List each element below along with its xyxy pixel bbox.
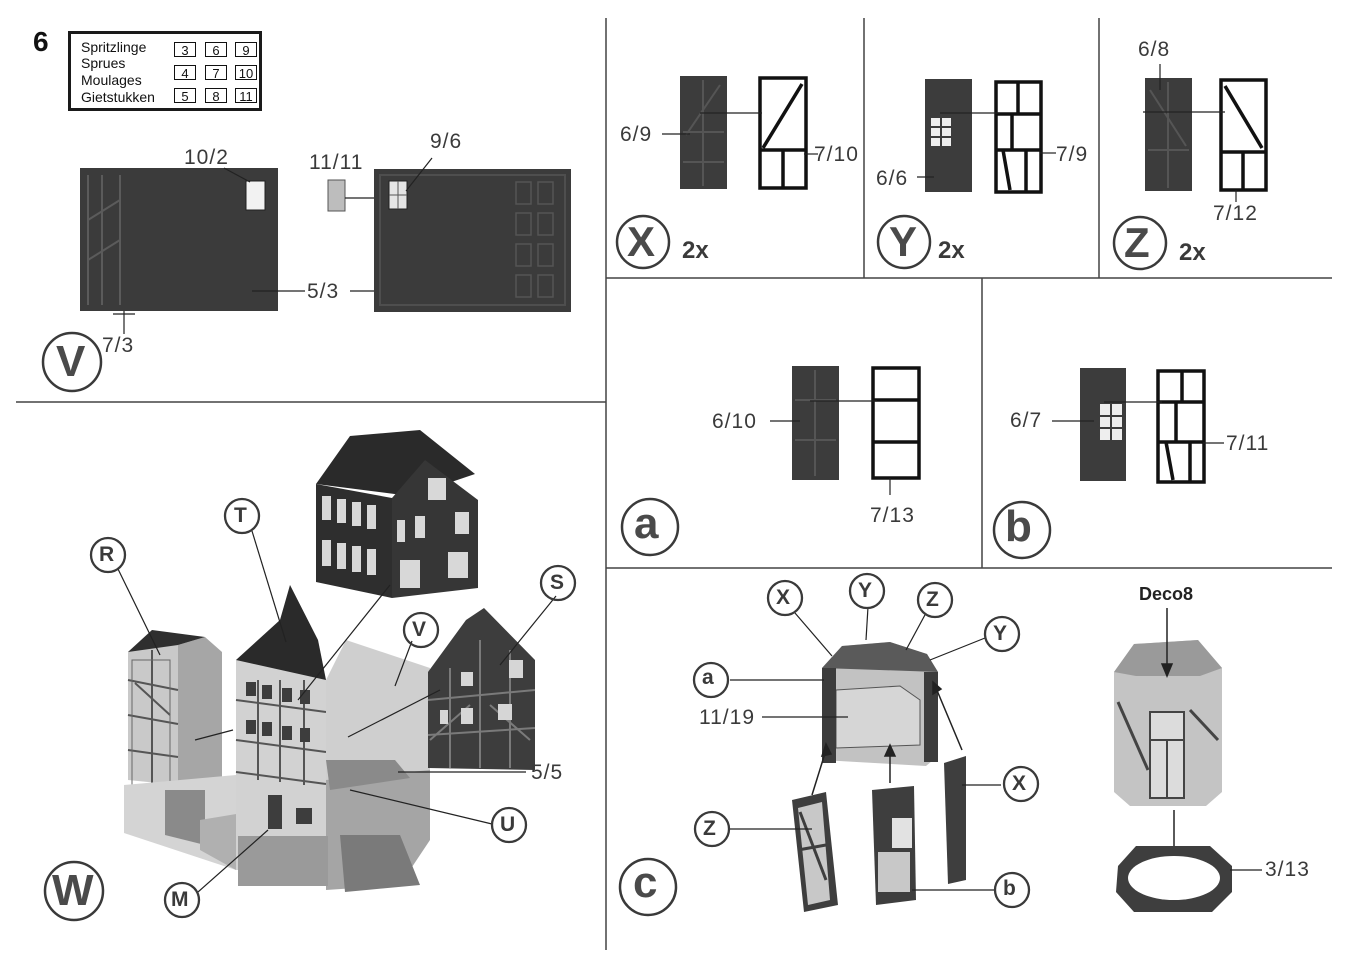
legend-name-de: Spritzlinge xyxy=(81,39,146,55)
label-5-5: 5/5 xyxy=(531,761,563,785)
label-7-9: 7/9 xyxy=(1056,143,1088,167)
panel-letter-b: b xyxy=(1005,502,1032,552)
sprue-legend: Spritzlinge Sprues Moulages Gietstukken … xyxy=(68,31,262,111)
callout-t: T xyxy=(234,504,247,528)
callout-c-a: a xyxy=(702,666,714,690)
count-z: 2x xyxy=(1179,239,1206,267)
label-11-19: 11/19 xyxy=(699,706,755,730)
legend-name-nl: Gietstukken xyxy=(81,89,155,105)
panel-letter-c: c xyxy=(633,858,657,908)
legend-name-en: Sprues xyxy=(81,55,125,71)
label-10-2: 10/2 xyxy=(184,146,229,170)
count-y: 2x xyxy=(938,237,965,265)
panel-letter-w: W xyxy=(52,866,94,916)
callout-v: V xyxy=(412,618,426,642)
panel-letter-v: V xyxy=(56,337,85,387)
label-7-13: 7/13 xyxy=(870,504,915,528)
legend-sprue-box: 7 xyxy=(205,65,227,80)
count-x: 2x xyxy=(682,237,709,265)
step-number: 6 xyxy=(33,26,49,58)
label-6-6: 6/6 xyxy=(876,167,908,191)
label-9-6: 9/6 xyxy=(430,130,462,154)
callout-u: U xyxy=(500,813,515,837)
legend-sprue-box: 5 xyxy=(174,88,196,103)
panel-w-drawing xyxy=(45,430,575,920)
window-part-11-11 xyxy=(328,180,345,211)
panel-letter-x: X xyxy=(627,218,655,266)
label-6-8: 6/8 xyxy=(1138,38,1170,62)
legend-sprue-box: 3 xyxy=(174,42,196,57)
label-6-7: 6/7 xyxy=(1010,409,1042,433)
legend-name-fr: Moulages xyxy=(81,72,142,88)
label-7-11: 7/11 xyxy=(1226,432,1269,456)
panel-letter-a: a xyxy=(634,499,658,549)
label-3-13: 3/13 xyxy=(1265,858,1310,882)
label-6-9: 6/9 xyxy=(620,123,652,147)
timber-frame-7-13 xyxy=(873,368,919,478)
legend-sprue-box: 9 xyxy=(235,42,257,57)
label-6-10: 6/10 xyxy=(712,410,757,434)
callout-c-z2: Z xyxy=(703,817,716,841)
legend-sprue-box: 8 xyxy=(205,88,227,103)
callout-r: R xyxy=(99,543,114,567)
timber-frame-7-11 xyxy=(1158,371,1204,482)
callout-c-b: b xyxy=(1003,877,1016,901)
callout-c-y2: Y xyxy=(993,622,1007,646)
timber-frame-7-9 xyxy=(996,82,1041,192)
callout-m: M xyxy=(171,888,189,912)
timber-frame-7-12 xyxy=(1221,80,1266,190)
label-7-3: 7/3 xyxy=(102,334,134,358)
callout-c-x1: X xyxy=(776,586,790,610)
callout-c-z1: Z xyxy=(926,588,939,612)
label-7-10: 7/10 xyxy=(814,143,859,167)
panel-c-drawing xyxy=(620,574,1262,915)
callout-c-x2: X xyxy=(1012,772,1026,796)
panel-letter-z: Z xyxy=(1124,219,1150,267)
legend-sprue-box: 10 xyxy=(235,65,257,80)
label-5-3: 5/3 xyxy=(307,280,339,304)
panel-x-piece xyxy=(944,756,966,884)
label-7-12: 7/12 xyxy=(1213,202,1258,226)
callout-s: S xyxy=(550,571,564,595)
callout-c-y1: Y xyxy=(858,579,872,603)
legend-sprue-box: 6 xyxy=(205,42,227,57)
window-part-10-2 xyxy=(246,181,265,210)
label-11-11: 11/11 xyxy=(309,151,363,175)
label-deco8: Deco8 xyxy=(1139,584,1193,605)
timber-frame-7-10 xyxy=(760,78,806,188)
panel-letter-y: Y xyxy=(889,218,917,266)
legend-sprue-box: 11 xyxy=(235,88,257,103)
legend-sprue-box: 4 xyxy=(174,65,196,80)
